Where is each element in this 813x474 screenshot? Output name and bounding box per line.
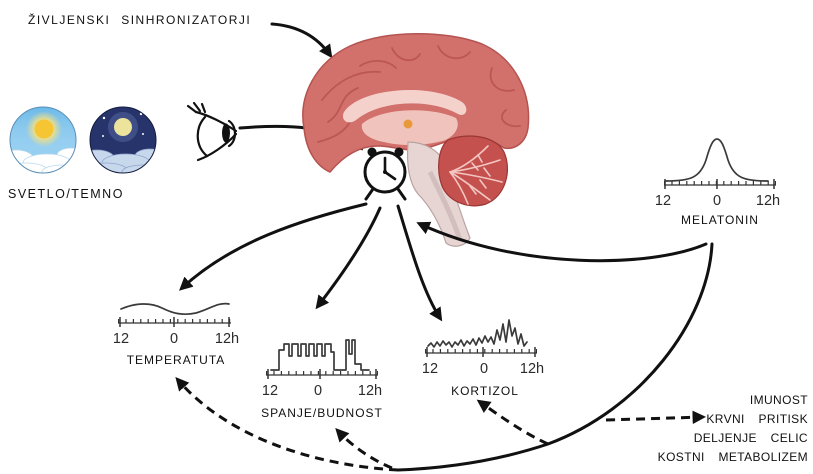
effect-immunity: IMUNOST (750, 393, 808, 407)
clock-icon (365, 148, 405, 200)
star (103, 117, 105, 119)
arrow-synchronizers-to-brain (272, 24, 330, 55)
sleep-wake-label: SPANJE/BUDNOST (261, 406, 383, 420)
melatonin-tick-label: 0 (713, 193, 721, 209)
sun-disc (35, 120, 54, 139)
temperature-tick-label: 12 (113, 331, 129, 347)
cortisol-graph: 12 0 12h KORTIZOL (422, 320, 544, 398)
effect-blood-pressure: KRVNI PRITISK (706, 412, 808, 426)
cortisol-tick-label: 0 (480, 361, 488, 377)
effect-bone-metabolism: KOSTNI METABOLIZEM (658, 450, 808, 464)
eyeball-outline (198, 117, 207, 156)
cortisol-label: KORTIZOL (451, 384, 519, 398)
cloud (122, 165, 164, 179)
sleep-wake-tick-label: 12 (262, 383, 278, 399)
temperature-tick-label: 0 (170, 331, 178, 347)
brain-illustration (303, 34, 529, 246)
eye-lashes (188, 103, 205, 112)
moon-disc (114, 118, 132, 136)
temperature-graph: 12 0 12h TEMPERATUTA (113, 304, 239, 367)
eye-lower-lid (198, 134, 236, 160)
cortisol-axis-major-ticks (427, 347, 535, 357)
cortisol-curve (428, 320, 527, 347)
star (102, 135, 104, 137)
cloud (4, 163, 48, 179)
arrow-clock-to-cortisol (398, 206, 440, 318)
melatonin-graph: 12 0 12h MELATONIN (655, 139, 780, 227)
dashed-arrow-to-sleep-wake (338, 431, 392, 468)
star (142, 133, 144, 135)
pineal-gland (404, 120, 413, 129)
cerebellum (439, 136, 508, 206)
melatonin-feedback-loop (398, 244, 712, 470)
cloud (42, 165, 84, 179)
sleep-wake-tick-label: 0 (314, 383, 322, 399)
sleep-wake-tick-label: 12h (358, 383, 382, 399)
arrow-clock-to-temperature (182, 204, 366, 288)
eye-iris (222, 124, 230, 143)
melatonin-tick-label: 12 (655, 193, 671, 209)
sun-icon (0, 107, 87, 179)
temperature-curve (121, 304, 229, 315)
temperature-label: TEMPERATUTA (127, 353, 226, 367)
sleep-wake-axis-major-ticks (268, 369, 376, 379)
synchronizers-title: ŽIVLJENSKI SINHRONIZATORJI (28, 12, 251, 27)
cortisol-tick-label: 12 (422, 361, 438, 377)
effect-cell-division: DELJENJE CELIC (694, 431, 808, 445)
temperature-tick-label: 12h (215, 331, 239, 347)
moon-icon (80, 107, 165, 179)
clock-center (383, 170, 387, 174)
melatonin-label: MELATONIN (681, 213, 759, 227)
eye-icon (188, 103, 236, 160)
arrow-clock-to-sleep-wake (318, 208, 380, 306)
dashed-arrow-to-effects (606, 417, 702, 420)
moon-icon-clip (80, 107, 165, 179)
effects-list: IMUNOST KRVNI PRITISK DELJENJE CELIC KOS… (658, 393, 809, 464)
cloud (84, 163, 128, 179)
temperature-axis-major-ticks (120, 317, 229, 327)
sleep-wake-curve (271, 340, 369, 370)
melatonin-tick-label: 12h (756, 193, 780, 209)
sleep-wake-graph: 12 0 12h SPANJE/BUDNOST (261, 340, 383, 420)
light-dark-label: SVETLO/TEMNO (8, 187, 124, 201)
cortisol-tick-label: 12h (520, 361, 544, 377)
melatonin-curve (666, 139, 768, 181)
sun-icon-clip (0, 107, 87, 179)
dashed-arrow-to-cortisol (480, 402, 548, 444)
